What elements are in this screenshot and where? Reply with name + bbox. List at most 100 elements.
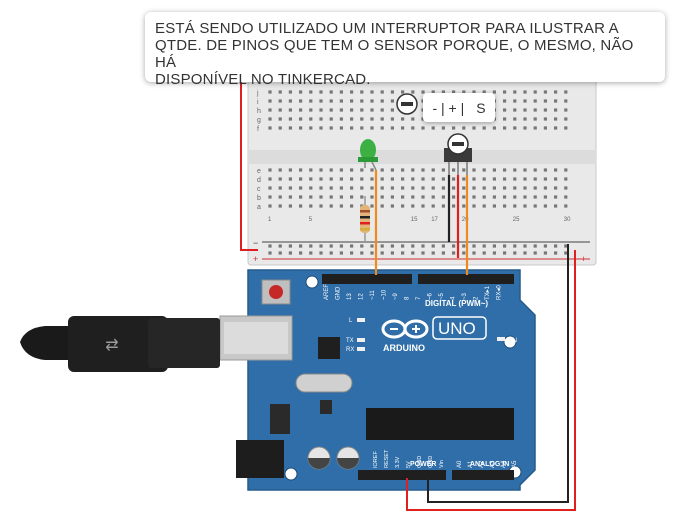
breadboard-hole xyxy=(319,117,323,121)
breadboard-hole xyxy=(492,90,496,94)
breadboard-hole xyxy=(564,177,568,181)
digital-pin-label: 12 xyxy=(359,293,365,300)
digital-pin-label: 4 xyxy=(451,296,457,300)
breadboard-hole xyxy=(339,117,343,121)
breadboard-hole xyxy=(554,204,558,208)
breadboard-hole xyxy=(513,251,517,255)
breadboard-hole xyxy=(319,108,323,112)
breadboard-hole xyxy=(462,126,466,130)
breadboard-hole xyxy=(390,168,394,172)
switch-icon[interactable] xyxy=(444,133,472,175)
breadboard-hole xyxy=(370,99,374,103)
breadboard-hole xyxy=(339,90,343,94)
breadboard-hole xyxy=(278,204,282,208)
breadboard-hole xyxy=(278,186,282,190)
usb-cable-icon: ⇄ xyxy=(20,316,220,372)
header-left xyxy=(322,274,412,284)
breadboard-hole xyxy=(452,177,456,181)
breadboard-hole xyxy=(503,177,507,181)
minus-marker-icon[interactable] xyxy=(396,93,418,115)
breadboard-hole xyxy=(564,186,568,190)
breadboard-hole xyxy=(533,99,537,103)
board-brand: ARDUINO xyxy=(383,343,425,353)
annotation-note[interactable]: ESTÁ SENDO UTILIZADO UM INTERRUPTOR PARA… xyxy=(145,12,665,88)
breadboard-hole xyxy=(482,90,486,94)
analog-pin-label: A0 xyxy=(457,460,463,468)
regulator xyxy=(270,404,290,434)
column-number: 30 xyxy=(564,217,571,223)
breadboard-hole xyxy=(288,126,292,130)
arduino-logo-icon xyxy=(381,319,429,339)
breadboard-hole xyxy=(431,186,435,190)
breadboard-hole xyxy=(564,244,568,248)
breadboard-hole xyxy=(268,168,272,172)
breadboard-hole xyxy=(299,186,303,190)
breadboard-hole xyxy=(350,117,354,121)
breadboard-hole xyxy=(421,168,425,172)
breadboard-hole xyxy=(452,204,456,208)
breadboard-hole xyxy=(370,244,374,248)
breadboard-hole xyxy=(268,99,272,103)
breadboard-hole xyxy=(329,90,333,94)
breadboard-hole xyxy=(472,251,476,255)
breadboard-hole xyxy=(339,186,343,190)
breadboard-hole xyxy=(533,108,537,112)
breadboard-hole xyxy=(523,244,527,248)
rail-plus-label-right: + xyxy=(581,254,586,264)
column-number: 20 xyxy=(462,217,469,223)
tooltip-signal: S xyxy=(476,99,486,116)
breadboard-hole xyxy=(523,90,527,94)
breadboard-hole xyxy=(299,90,303,94)
led-green-icon[interactable] xyxy=(358,139,378,171)
breadboard-hole xyxy=(554,117,558,121)
reset-button[interactable] xyxy=(261,279,291,305)
breadboard-hole xyxy=(299,195,303,199)
breadboard-hole xyxy=(513,99,517,103)
breadboard-hole xyxy=(523,177,527,181)
breadboard-hole xyxy=(401,204,405,208)
breadboard-hole xyxy=(564,117,568,121)
digital-pin-label: ~5 xyxy=(439,292,445,300)
rail-minus-label: − xyxy=(253,238,258,248)
breadboard-hole xyxy=(329,126,333,130)
breadboard-hole xyxy=(554,177,558,181)
digital-pin-label: TX▸1 xyxy=(485,285,491,300)
breadboard-hole xyxy=(421,195,425,199)
breadboard-hole xyxy=(329,204,333,208)
atmega-chip xyxy=(366,408,514,440)
analog-pin-label: A2 xyxy=(479,460,485,468)
breadboard-hole xyxy=(390,108,394,112)
breadboard-hole xyxy=(299,177,303,181)
breadboard-hole xyxy=(523,195,527,199)
breadboard-hole xyxy=(513,204,517,208)
breadboard-hole xyxy=(523,126,527,130)
breadboard-hole xyxy=(350,126,354,130)
row-letter: g xyxy=(257,117,261,124)
breadboard-hole xyxy=(401,168,405,172)
breadboard-hole xyxy=(503,126,507,130)
breadboard-hole xyxy=(350,108,354,112)
breadboard-hole xyxy=(482,244,486,248)
column-number: 5 xyxy=(309,217,313,223)
breadboard-hole xyxy=(503,90,507,94)
breadboard-hole xyxy=(533,117,537,121)
breadboard-hole xyxy=(390,251,394,255)
analog-pin-label: A5 xyxy=(512,460,518,468)
breadboard-hole xyxy=(339,251,343,255)
breadboard-hole xyxy=(482,177,486,181)
resistor-icon[interactable] xyxy=(360,196,370,242)
breadboard-hole xyxy=(472,204,476,208)
breadboard-hole xyxy=(513,90,517,94)
tooltip-pins: - | + | xyxy=(432,99,465,116)
row-letter: h xyxy=(257,108,261,115)
breadboard-hole xyxy=(452,90,456,94)
breadboard-hole xyxy=(431,177,435,181)
breadboard-hole xyxy=(380,177,384,181)
breadboard-hole xyxy=(513,186,517,190)
breadboard-hole xyxy=(319,90,323,94)
breadboard-hole xyxy=(319,204,323,208)
breadboard-hole xyxy=(411,168,415,172)
breadboard-hole xyxy=(482,251,486,255)
